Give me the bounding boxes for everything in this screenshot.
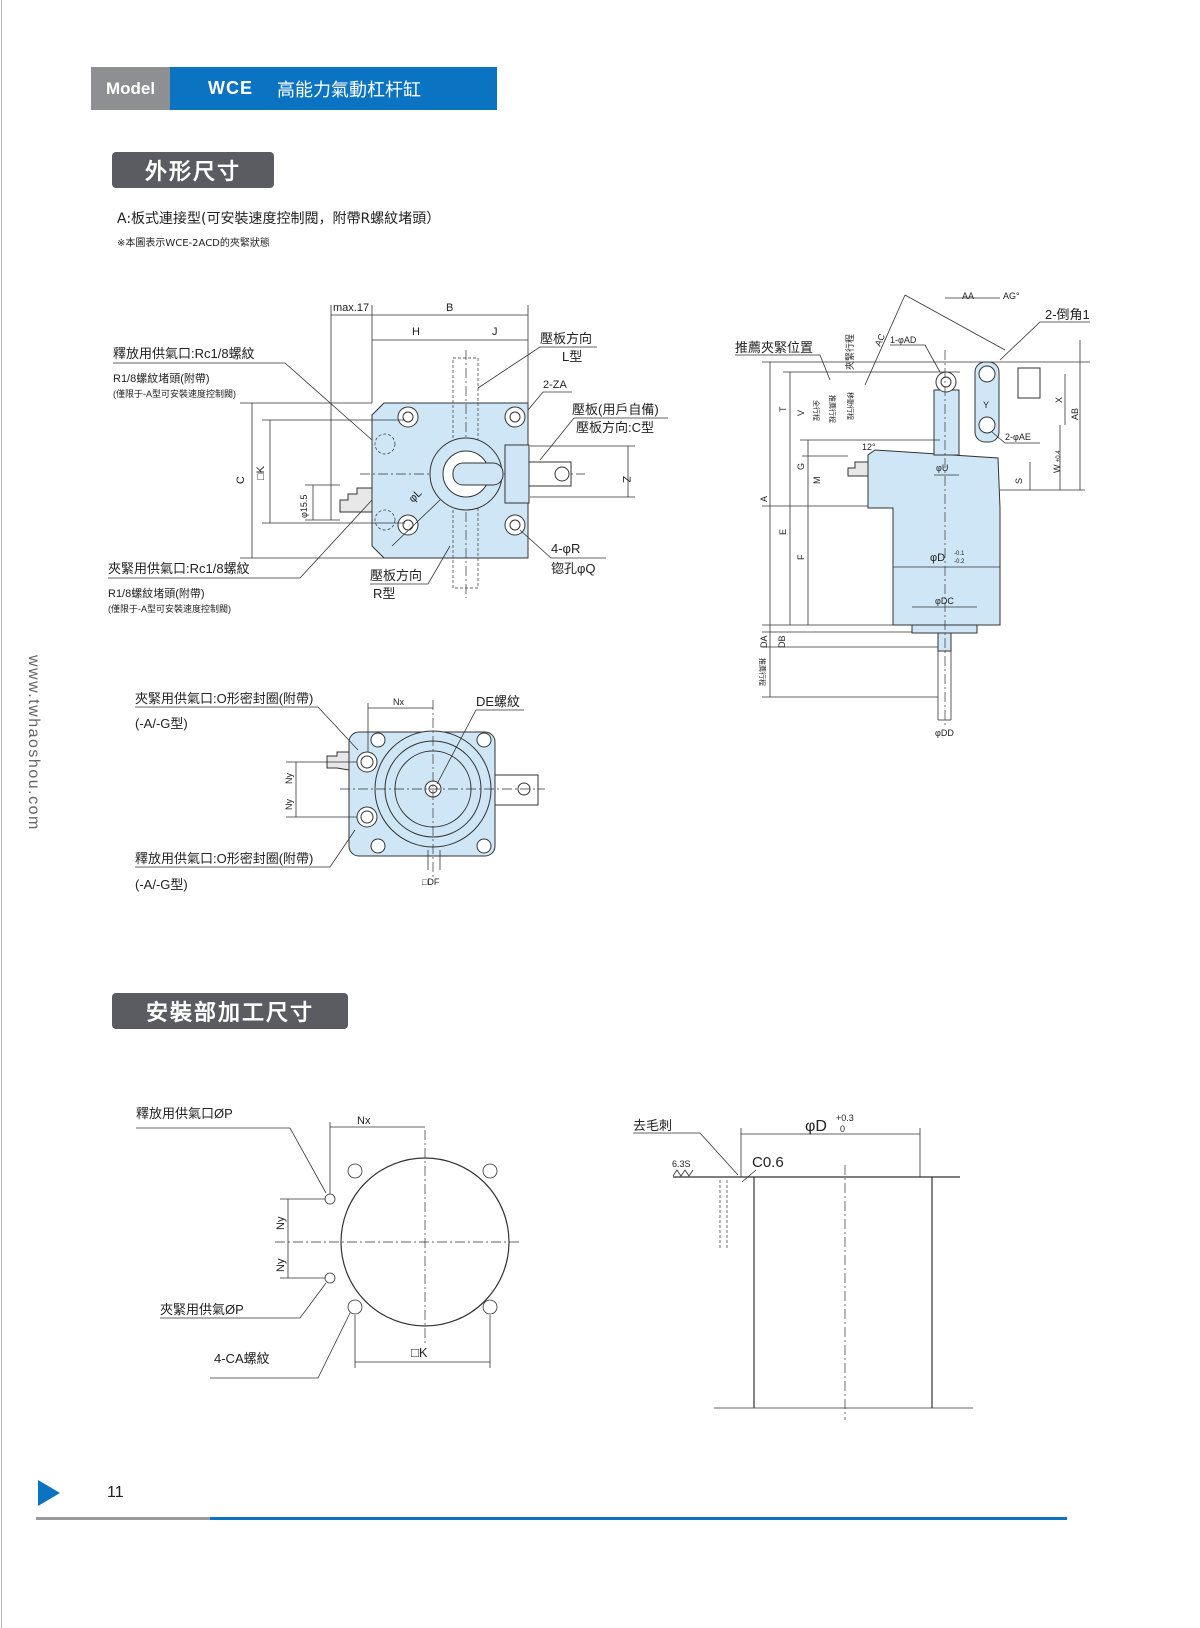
dim-D-tol-lower: -0.2 xyxy=(954,559,965,565)
dim-12deg: 12° xyxy=(862,442,876,452)
label-recommend-position: 推薦夾緊位置 xyxy=(735,340,813,355)
dim-C: C xyxy=(235,476,247,484)
label-recommend-stroke-2: 推薦行程 xyxy=(758,658,767,686)
model-name: 高能力氣動杠杆缸 xyxy=(277,79,421,101)
label-plug1: R1/8螺紋堵頭(附帶) xyxy=(113,371,210,385)
dim-AC: AC xyxy=(873,332,888,348)
dim-G: G xyxy=(796,463,806,470)
label-plug2-note: (僅限于-A型可安裝速度控制閥) xyxy=(108,603,231,614)
section-title-mounting: 安裝部加工尺寸 xyxy=(112,993,348,1029)
dim-M: M xyxy=(812,477,822,485)
label-plate-user: 壓板(用戶自備) xyxy=(572,402,659,417)
dim-Q: 锪孔φQ xyxy=(551,561,596,576)
label-clamp-port-oring: 夾緊用供氣口:O形密封圈(附帶) xyxy=(135,691,313,706)
dim-ZA: 2-ZA xyxy=(543,379,568,391)
label-plate-dir-L: 壓板方向 xyxy=(540,331,592,346)
dim-DC: φDC xyxy=(935,596,954,606)
dim-D-bore: φD xyxy=(805,1118,827,1135)
page-number: 11 xyxy=(107,1484,124,1501)
bottom-view-drawing: 夾緊用供氣口:O形密封圈(附帶) (-A/-G型) Nx DE螺紋 Ny Ny … xyxy=(135,691,545,892)
dim-F: F xyxy=(796,554,806,560)
dim-K: □K xyxy=(255,465,267,480)
dim-V: V xyxy=(796,410,806,416)
label-L-type: L型 xyxy=(562,349,582,364)
mounting-hole-pattern: 釋放用供氣口ØP Nx Ny Ny 夾緊用供氣ØP 4-CA螺紋 □K xyxy=(136,1106,520,1379)
label-clamp-stroke: 夾緊行程 xyxy=(844,334,855,370)
label-clamp-port-P: 夾緊用供氣ØP xyxy=(160,1302,244,1317)
dim-U: φU xyxy=(936,463,948,473)
page-marker-icon xyxy=(38,1480,60,1506)
label-release-port: 釋放用供氣口:Rc1/8螺紋 xyxy=(113,346,255,361)
page-border xyxy=(1,0,2,1628)
dim-D: φD xyxy=(930,552,945,564)
dim-E: E xyxy=(778,529,788,535)
dim-R: 4-φR xyxy=(551,541,580,556)
label-release-port-P: 釋放用供氣口ØP xyxy=(136,1106,233,1121)
label-DE-thread: DE螺紋 xyxy=(476,694,520,709)
label-clamp-type: (-A/-G型) xyxy=(135,716,188,731)
label-plate-dir-C: 壓板方向:C型 xyxy=(576,420,654,435)
dim-B: B xyxy=(446,302,453,314)
label-plug1-note: (僅限于-A型可安裝速度控制閥) xyxy=(113,388,236,399)
dim-K-mount: □K xyxy=(411,1345,428,1360)
model-code: WCE xyxy=(208,78,253,98)
label-surface-roughness: 6.3S xyxy=(672,1159,691,1169)
dim-Nx-mount: Nx xyxy=(357,1115,371,1127)
dim-AB: AB xyxy=(1070,408,1080,420)
top-view-drawing: max.17 B H J 壓板方向 L型 2-ZA 壓板(用戶自備) 壓板方向:… xyxy=(108,302,668,614)
model-header: Model WCE 高能力氣動杠杆缸 xyxy=(91,67,497,110)
dim-Z: Z xyxy=(620,476,632,483)
dim-A: A xyxy=(759,496,769,502)
dim-Ny-mount-1: Ny xyxy=(275,1216,287,1230)
dim-D-bore-tol-upper: +0.3 xyxy=(836,1113,854,1123)
label-release-type: (-A/-G型) xyxy=(135,877,188,892)
model-label: Model xyxy=(91,67,170,110)
dim-DF: □DF xyxy=(422,877,440,887)
dim-DB: DB xyxy=(777,635,787,648)
dim-phi15-5: φ15.5 xyxy=(299,495,309,518)
label-R-type: R型 xyxy=(373,586,395,601)
label-plug2: R1/8螺紋堵頭(附帶) xyxy=(108,586,205,600)
section-note: ※本圖表示WCE-2ACD的夾緊狀態 xyxy=(117,238,270,249)
mounting-bore-section: 去毛刺 φD +0.3 0 C0.6 6.3S xyxy=(633,1113,973,1420)
dim-Nx: Nx xyxy=(393,697,404,707)
label-deburr: 去毛刺 xyxy=(633,1118,672,1133)
dim-X: X xyxy=(1054,397,1064,403)
dim-H: H xyxy=(412,326,420,338)
dim-W-tolerance: ±0.4 xyxy=(1056,450,1062,462)
dim-Ny-mount-2: Ny xyxy=(275,1258,287,1272)
label-CA-thread: 4-CA螺紋 xyxy=(214,1351,270,1366)
dim-Y: Y xyxy=(983,400,989,410)
dim-T: T xyxy=(778,406,788,412)
dim-C0-6: C0.6 xyxy=(752,1154,784,1171)
dim-DA: DA xyxy=(759,635,769,648)
label-clamp-port: 夾緊用供氣口:Rc1/8螺紋 xyxy=(108,561,250,576)
dim-AA: AA xyxy=(962,291,974,301)
label-chamfer: 2-倒角1 xyxy=(1045,307,1090,322)
section-title-dimensions: 外形尺寸 xyxy=(112,152,274,188)
dim-J: J xyxy=(492,326,498,338)
label-plate-dir-R: 壓板方向 xyxy=(370,568,422,583)
footer-rule-gray xyxy=(36,1517,210,1520)
label-recommend-stroke: 推薦行程 xyxy=(828,395,837,423)
dim-Ny-2: Ny xyxy=(284,799,294,810)
dim-AE: 2-φAE xyxy=(1005,432,1031,442)
dim-D-tol-upper: -0.1 xyxy=(954,551,965,557)
side-view-drawing: AA AG° 2-倒角1 推薦夾緊位置 夾緊行程 AC 1-φAD 全行程 推薦… xyxy=(735,291,1090,738)
dim-max17: max.17 xyxy=(333,302,369,314)
label-release-port-oring: 釋放用供氣口:O形密封圈(附帶) xyxy=(135,851,313,866)
dim-D-bore-tol-lower: 0 xyxy=(840,1124,845,1134)
footer-rule-blue xyxy=(210,1517,1067,1520)
dim-S: S xyxy=(1014,478,1024,484)
section-subtitle: A:板式連接型(可安裝速度控制閥，附帶R螺紋堵頭） xyxy=(117,211,441,227)
label-full-stroke: 全行程 xyxy=(812,400,821,421)
dim-DD: φDD xyxy=(935,728,954,738)
dim-Ny-1: Ny xyxy=(284,773,294,784)
dim-W: W xyxy=(1052,464,1062,473)
dim-AG: AG° xyxy=(1003,291,1020,301)
label-move-stroke: 移動行程 xyxy=(846,392,855,420)
dim-AD: 1-φAD xyxy=(890,335,917,345)
